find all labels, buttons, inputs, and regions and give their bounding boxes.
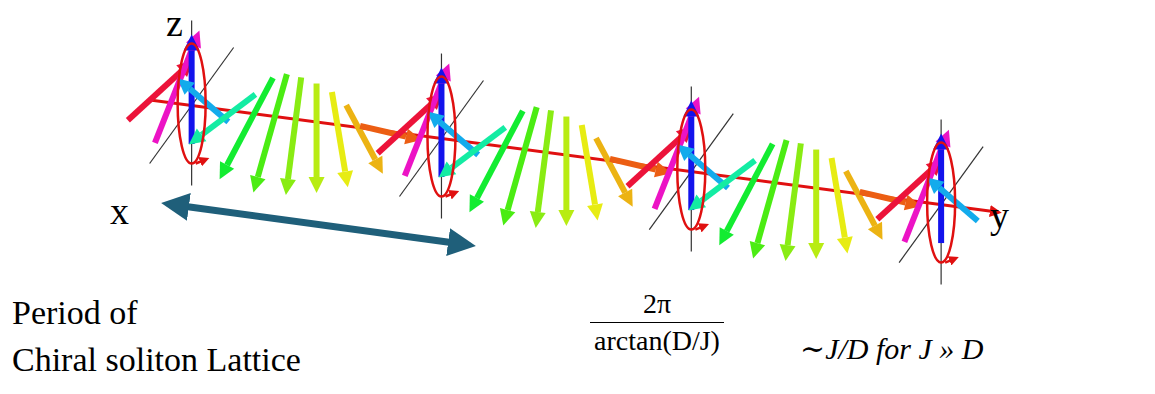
spin-head (337, 170, 353, 187)
spin-head (250, 175, 265, 193)
rotation-ellipse (927, 143, 955, 263)
x-guide (649, 114, 733, 230)
spin-head (868, 222, 883, 240)
x-guide (150, 48, 234, 164)
spin-head (587, 203, 603, 220)
spin-head (780, 244, 796, 261)
axis-label: y (990, 196, 1009, 234)
spin-arrow (596, 138, 625, 192)
spin-head (220, 161, 235, 179)
spin-head (427, 111, 444, 127)
spin-head (368, 156, 383, 174)
approximation-note: ∼J/D for J » D (800, 334, 983, 364)
spin-head (558, 210, 574, 226)
spin-head (927, 177, 944, 193)
caption-text: Period of (12, 296, 138, 330)
x-guide (899, 147, 983, 263)
spin-head (618, 189, 633, 207)
rotation-arrow (695, 226, 705, 230)
spin-head (469, 194, 484, 212)
spin-arrow (189, 51, 195, 145)
spin-arrow (288, 77, 301, 179)
spin-arrow (258, 74, 287, 177)
spin-arrow (405, 78, 444, 175)
rotation-arrow (945, 259, 955, 263)
spin-head (677, 144, 694, 160)
spin-arrow (346, 105, 375, 159)
rotation-ellipse (427, 77, 455, 197)
spin-arrow (655, 112, 694, 209)
spin-head (808, 243, 824, 259)
spin-head (309, 177, 325, 193)
spin-arrow (508, 107, 537, 210)
spin-arrow (939, 188, 978, 221)
spin-arrow (788, 143, 801, 245)
spin-arrow (582, 125, 595, 205)
caption-text: Chiral soliton Lattice (12, 343, 301, 377)
spin-head (530, 211, 546, 228)
x-guide (399, 81, 483, 197)
spin-arrow (314, 84, 320, 178)
period-formula: 2πarctan(D/J) (590, 290, 724, 355)
spin-arrow (832, 158, 845, 238)
spin-arrow (846, 171, 875, 225)
spin-arrow (813, 150, 819, 244)
axis-label: z (166, 4, 183, 42)
formula-denominator: arctan(D/J) (590, 322, 724, 355)
rotation-arrow (196, 160, 206, 164)
spin-head (719, 227, 734, 245)
spin-head (750, 241, 765, 259)
rotation-ellipse (178, 44, 206, 164)
axis-label: x (110, 192, 129, 230)
spin-arrow (757, 140, 786, 243)
rotation-ellipse (677, 110, 705, 230)
spin-head (837, 236, 853, 253)
spin-arrow (563, 117, 569, 211)
spin-arrow (688, 117, 694, 210)
rotation-arrow (445, 193, 455, 197)
spin-arrow (332, 92, 345, 172)
spin-arrow (904, 145, 943, 242)
spin-arrow (438, 84, 444, 178)
spin-arrow (938, 150, 944, 244)
spin-arrow (538, 110, 551, 212)
spin-head (500, 208, 515, 226)
spin-head (280, 178, 296, 195)
spin-arrow (155, 45, 194, 142)
formula-numerator: 2π (590, 290, 724, 322)
period-arrow (175, 205, 462, 244)
spin-head (178, 78, 195, 94)
